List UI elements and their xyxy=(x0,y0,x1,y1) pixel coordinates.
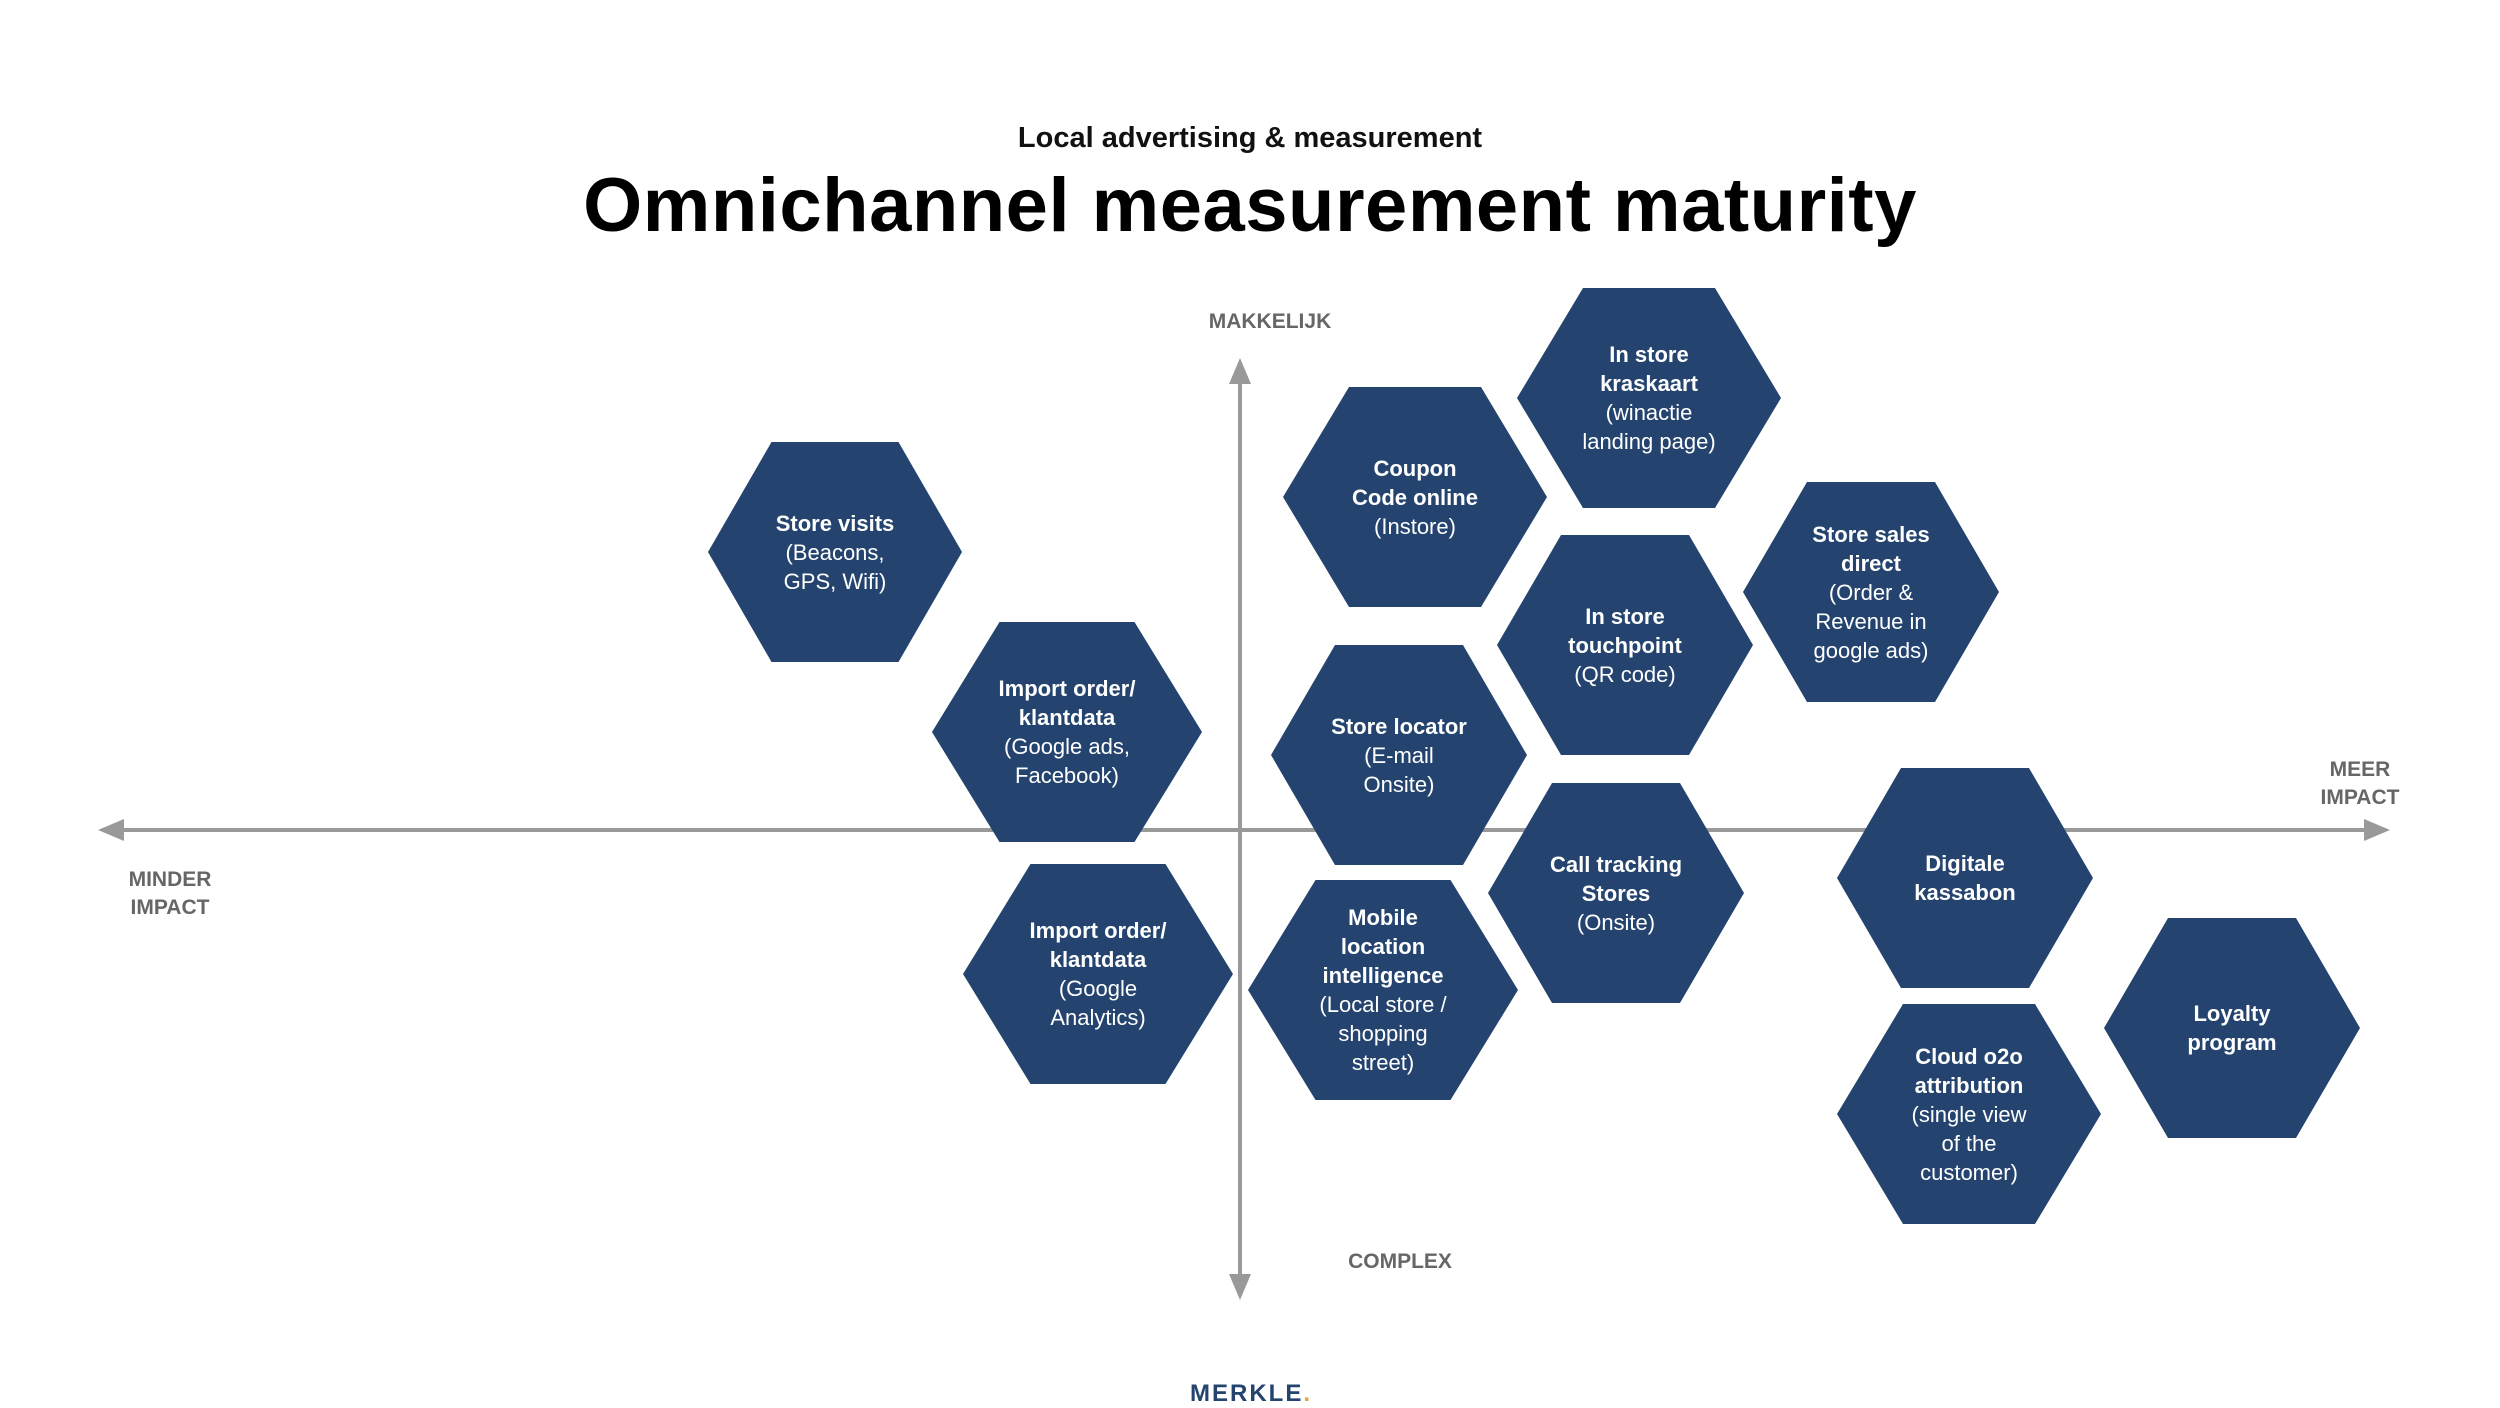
hex-subtitle: (single view of the customer) xyxy=(1911,1101,2027,1185)
left-arrowhead xyxy=(98,819,124,841)
page-subtitle: Local advertising & measurement xyxy=(1017,122,1483,154)
hex-title: Import order/ klantdata xyxy=(1029,918,1167,972)
hex-title: Import order/ klantdata xyxy=(998,676,1136,730)
hex-subtitle: (Order & Revenue in google ads) xyxy=(1813,579,1929,663)
axis-label-complex: COMPLEX xyxy=(1348,1250,1452,1273)
hex-subtitle: (E-mail Onsite) xyxy=(1363,742,1435,797)
hex-title: Store locator xyxy=(1331,713,1467,739)
hex-import-klantdata-ads: Import order/ klantdata(Google ads, Face… xyxy=(932,622,1202,842)
hex-subtitle: (Instore) xyxy=(1374,513,1456,539)
hex-subtitle: (Google ads, Facebook) xyxy=(1004,734,1130,788)
hex-title: Call tracking Stores xyxy=(1549,851,1683,906)
hex-title: Digitale kassabon xyxy=(1914,851,2016,905)
right-arrowhead xyxy=(2364,819,2390,841)
hex-title: Loyalty program xyxy=(2187,1001,2277,1055)
hex-title: In store touchpoint xyxy=(1568,603,1682,658)
hex-title: Mobile location intelligence xyxy=(1322,905,1444,988)
hex-subtitle: (winactie landing page) xyxy=(1582,400,1716,454)
hex-subtitle: (Onsite) xyxy=(1576,909,1656,935)
hex-title: Coupon Code online xyxy=(1352,455,1478,510)
page-title: Omnichannel measurement maturity xyxy=(583,163,1917,248)
merkle-logo: MERKLE. xyxy=(1190,1380,1313,1407)
hex-subtitle: (Local store / shopping street) xyxy=(1319,992,1447,1075)
hex-title: Store visits xyxy=(775,510,895,536)
bottom-arrowhead xyxy=(1229,1274,1251,1300)
hex-subtitle: (QR code) xyxy=(1574,661,1676,687)
hex-title: In store kraskaart xyxy=(1600,342,1698,396)
top-arrowhead xyxy=(1229,358,1251,384)
hex-title: Cloud o2o attribution xyxy=(1914,1043,2024,1098)
hex-subtitle: (Beacons, GPS, Wifi) xyxy=(783,539,887,594)
hex-title: Store sales direct xyxy=(1812,521,1930,576)
axis-label-makkelijk: MAKKELIJK xyxy=(1208,310,1332,333)
hex-subtitle: (Google Analytics) xyxy=(1050,976,1146,1030)
hex-loyalty-program: Loyalty program xyxy=(2104,918,2360,1138)
